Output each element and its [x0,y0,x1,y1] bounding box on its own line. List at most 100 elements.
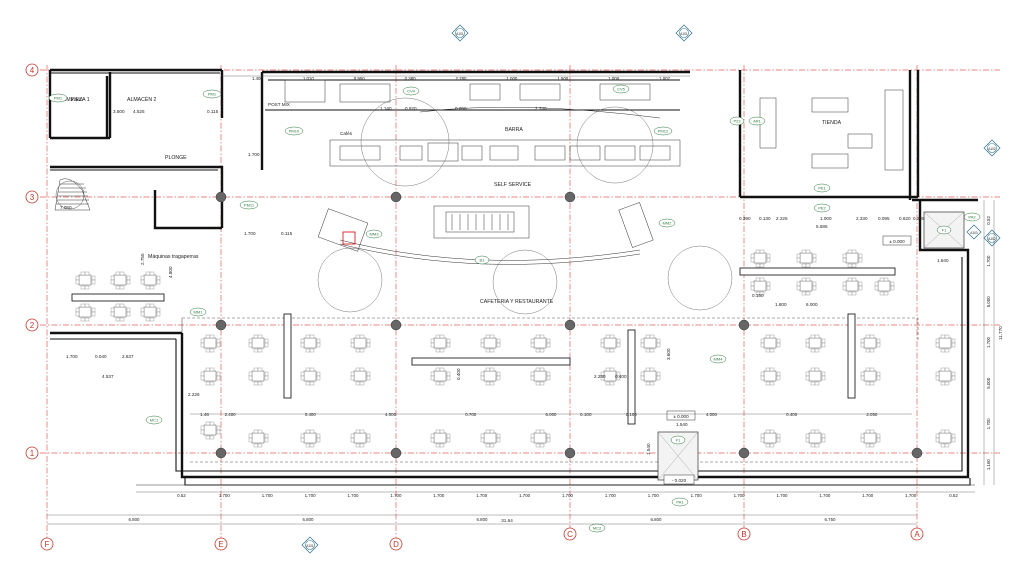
tag-mm4: MM4 [709,354,727,364]
dim-text: 1.160 [986,459,991,471]
svg-text:1: 1 [30,449,35,458]
dim-text: 1.700 [348,493,360,498]
svg-text:PM11: PM11 [244,203,255,208]
dim-text: 2.637 [122,354,134,359]
table-set [530,429,551,448]
table-set [480,429,501,448]
grid-label-col-d: D [389,537,403,551]
dim-text: 0.52 [986,216,991,225]
dim-text: 3.500 [113,109,125,114]
tag-pe1: PE1 [813,183,831,193]
dim-text: 1.000 [608,76,620,81]
tag-f1: F1 [670,435,686,445]
dim-text: 4.525 [133,109,145,114]
table-set [796,249,817,268]
dim-text: 1.700 [248,152,260,157]
dim-text: 1.540 [676,422,688,427]
tag-pm11: PM11 [239,200,259,210]
grid-label-col-c: C [563,527,577,541]
room-label-limpieza: LIMPIEZA 1 [62,97,90,103]
svg-text:PM1: PM1 [208,92,217,97]
table-set [350,367,371,386]
table-set [248,334,269,353]
dim-text: 0.400 [456,368,461,380]
dim-total: 31.64 [501,518,513,523]
dim-text: 1.700 [648,493,660,498]
dim-text: 2.755 [140,253,145,265]
structural-columns [215,191,923,459]
tag-mm1: MM1 [189,307,207,317]
dim-text: 1.700 [66,354,78,359]
svg-text:MM3: MM3 [370,232,380,237]
room-label-almacen: ALMACÉN 2 [127,96,157,103]
table-set [200,334,221,353]
dim-text: 0.52 [177,493,186,498]
svg-text:MM4: MM4 [714,357,724,362]
tienda-fixtures [759,89,904,171]
table-set [805,334,826,353]
dim-text: 0.115 [281,231,293,236]
table-set [300,429,321,448]
table-set [600,334,621,353]
dim-text: 1.700 [734,493,746,498]
table-set [750,277,771,296]
grid-label-row-4: 4 [25,63,39,77]
dim-text: 0.920 [405,106,417,111]
dim-text: 6.000 [546,412,558,417]
grid-label-row-1: 1 [25,446,39,460]
svg-text:PA2: PA2 [968,215,976,220]
walls [48,68,978,486]
table-set [430,334,451,353]
svg-text:B: B [741,530,746,539]
dim-text: 1.010 [303,76,315,81]
dim-text: 1.46 [200,412,209,417]
svg-text:A102: A102 [988,237,996,241]
level-mark: - 0.020 [672,478,687,483]
dim-text: 0.700 [465,412,477,417]
dim-text: 1.700 [986,336,991,348]
svg-text:MC1: MC1 [150,418,159,423]
dim-text: 1.800 [775,302,787,307]
room-label-cafes: Cafés [340,131,353,136]
tag-pm1: PM1 [202,89,222,99]
level-mark: ± 0.000 [889,239,905,244]
table-set [760,429,781,448]
svg-text:PA1: PA1 [676,500,684,505]
table-set [75,303,96,322]
table-set [640,334,661,353]
tag-b1: B1 [474,255,490,265]
dimension-lines [47,75,995,525]
svg-text:MM1: MM1 [194,310,204,315]
tag-cv4: CV4 [402,86,420,96]
column [564,447,576,459]
dim-text: 0.100 [626,412,638,417]
dim-text: 1.000 [820,216,832,221]
table-set [935,429,956,448]
room-label-cafeteria: CAFETERIA Y RESTAURANTE [480,299,554,305]
dim-text: 5.000 [986,296,991,308]
banquettes [71,267,896,425]
table-set [796,277,817,296]
dim-text: 1.700 [262,493,274,498]
svg-text:F1: F1 [942,228,947,233]
dim-text: 3.600 [666,348,671,360]
dim-text: 1.000 [506,76,518,81]
dimension-texts: 31.64 7.050 4.537 1.700 0.040 2.637 1.70… [60,97,1003,523]
dim-text: 1.500 [557,76,569,81]
table-set [110,271,131,290]
table-set [480,334,501,353]
svg-text:4: 4 [30,66,35,75]
table-set [760,334,781,353]
svg-text:A101: A101 [306,544,314,548]
room-label-self-service: SELF SERVICE [494,182,532,188]
tag-pm1: PM1 [48,93,68,103]
dim-text: 1.700 [986,255,991,267]
svg-text:PE1: PE1 [818,186,826,191]
dim-text: 1.700 [691,493,703,498]
dim-text: 2.400 [225,412,237,417]
grid-label-col-f: F [40,537,54,551]
section-mark-bottom: A101 [301,536,319,554]
dim-text: 0.130 [759,216,771,221]
dim-text: 5.685 [816,224,828,229]
svg-text:E: E [218,540,223,549]
